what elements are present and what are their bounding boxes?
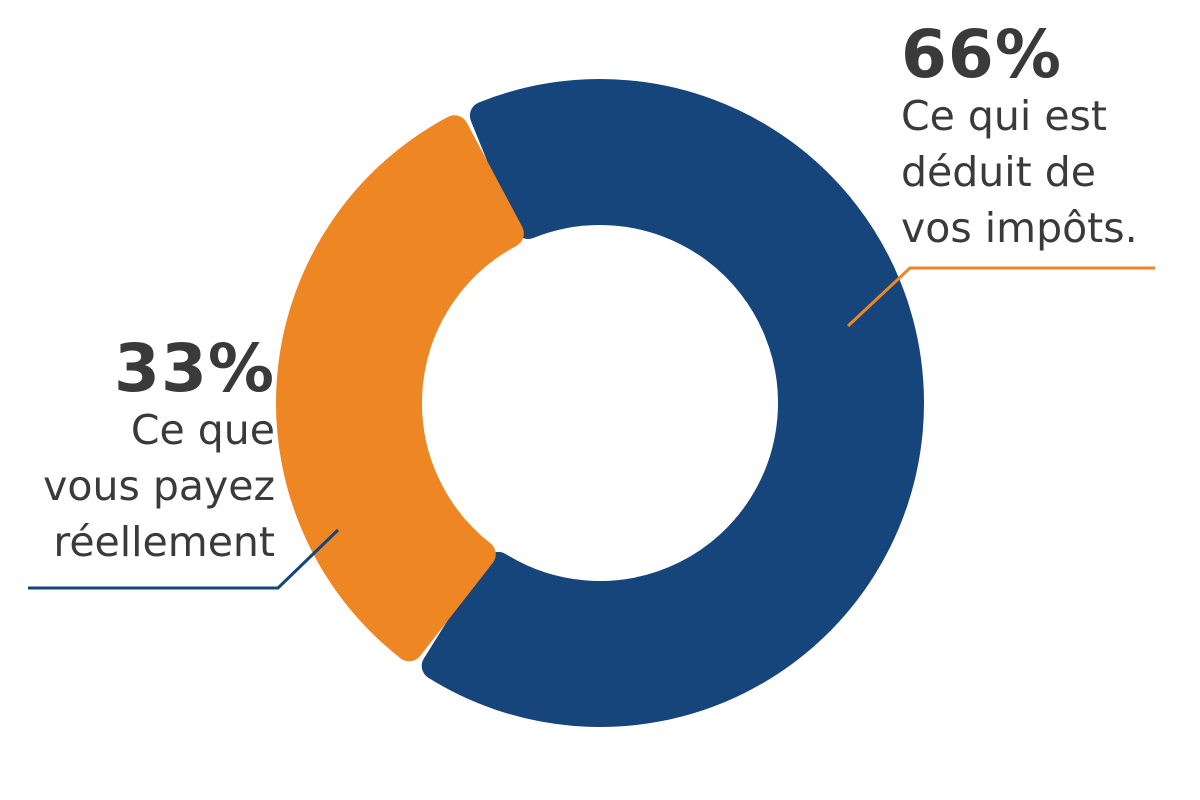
slice-paid-label-line: vous payez <box>43 462 275 510</box>
slice-deducted-label: Ce qui est déduit de vos impôts. <box>901 88 1138 256</box>
slice-paid-percent: 33% <box>114 330 275 407</box>
slice-deducted <box>421 79 924 727</box>
callout-deducted: 66% Ce qui est déduit de vos impôts. <box>901 22 1138 256</box>
slice-paid <box>276 115 524 662</box>
slice-paid-label-line: Ce que <box>130 406 275 454</box>
slice-paid-label-line: réellement <box>53 518 275 566</box>
callout-paid: 33% Ce que vous payez réellement <box>43 336 275 570</box>
slice-deducted-label-line: vos impôts. <box>901 204 1138 252</box>
slice-deducted-label-line: déduit de <box>901 148 1097 196</box>
donut-slices <box>276 79 924 727</box>
slice-paid-label: Ce que vous payez réellement <box>43 402 275 570</box>
leader-line-paid <box>28 528 340 590</box>
slice-deducted-percent: 66% <box>901 16 1062 93</box>
slice-deducted-label-line: Ce qui est <box>901 92 1107 140</box>
leader-line-deducted <box>846 266 1155 328</box>
